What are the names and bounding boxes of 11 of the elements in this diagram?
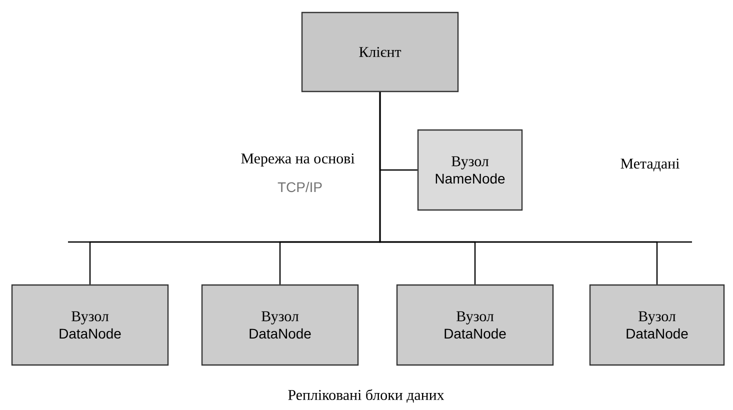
client-box: Клієнт xyxy=(301,12,459,92)
node-box: Вузол DataNode xyxy=(589,284,725,366)
label-text: TCP/IP xyxy=(278,182,322,192)
node-box: Вузол DataNode xyxy=(396,284,554,366)
node-box: Вузол NameNode xyxy=(417,129,523,211)
node-box: Вузол DataNode xyxy=(11,284,169,366)
connector-line xyxy=(379,92,658,284)
label-text: Репліковані блоки даних xyxy=(288,389,444,403)
label-text: Мережа на основі xyxy=(241,153,354,167)
label-text: Метадані xyxy=(620,158,680,172)
node-box: Вузол DataNode xyxy=(201,284,359,366)
